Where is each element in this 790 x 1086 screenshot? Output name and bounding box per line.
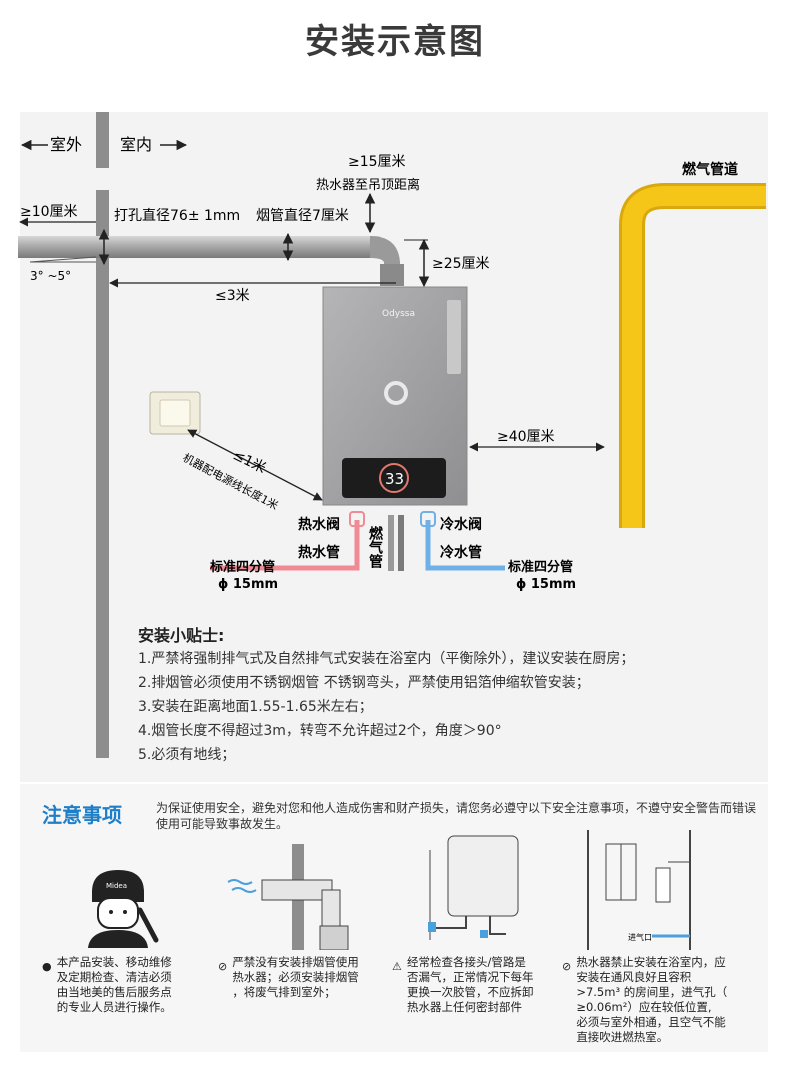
notice-item: ● 本产品安装、移动维修 及定期检查、清洁必须 由当地美的售后服务点 的专业人员… [42,955,172,1015]
notice-item-text: 热水器禁止安装在浴室内，应 安装在通风良好且容积 >7.5m³ 的房间里，进气孔… [576,955,728,1044]
hot-water-pipe [210,520,360,571]
outdoor-label: 室外 [50,135,82,154]
std-pipe-right-label: 标准四分管 [507,559,573,575]
tip-item: 4.烟管长度不得超过3m，转弯不允许超过2个，角度＞90° [138,723,502,739]
flue-wall-illustration [227,844,349,950]
hot-valve-label: 热水阀 [298,516,340,533]
notice-illustrations: Midea 进气口 [88,830,691,950]
notice-item-text: 严禁没有安装排烟管使用 热水器；必须安装排烟管 ，将废气排到室外； [232,955,359,999]
heater-display-panel [342,458,446,498]
air-inlet-label: 进气口 [628,932,652,942]
page-title: 安装示意图 [305,22,485,62]
notice-item: ⊘ 严禁没有安装排烟管使用 热水器；必须安装排烟管 ，将废气排到室外； [218,955,359,1000]
heater-side-icons [447,300,461,374]
tip-item: 2.排烟管必须使用不锈钢烟管 不锈钢弯头，严禁使用铝箔伸缩软管安装； [138,675,590,691]
prohibit-icon: ⊘ [562,960,572,973]
gas-pipe-label: 燃气管道 [682,161,738,178]
ceiling-distance-label: ≥15厘米 [348,154,406,170]
cold-valve-label: 冷水阀 [440,516,482,533]
flue-diameter-label: 烟管直径7厘米 [256,207,349,224]
room-illustration: 进气口 [587,830,691,950]
notice-item-text: 本产品安装、移动维修 及定期检查、清洁必须 由当地美的售后服务点 的专业人员进行… [56,955,172,1014]
cable-length-label: ≤1米 [230,447,268,477]
wall-extend-label: ≥10厘米 [20,204,78,220]
tip-item: 1.严禁将强制排气式及自然排气式安装在浴室内（平衡除外），建议安装在厨房； [138,651,635,667]
tip-item: 3.安装在距离地面1.55-1.65米左右； [138,699,373,715]
flue-pipe [18,236,380,258]
heater-logo-mark [384,381,408,405]
std-pipe-left-size: ϕ 15mm [218,577,278,592]
heater-connection-illustration [428,835,519,940]
brand-label: Odyssa [382,309,415,319]
prohibit-icon: ⊘ [218,960,228,973]
notice-item: ⚠ 经常检查各接头/管路是 否漏气，正常情况下每年 更换一次胶管，不应拆卸 热水… [392,955,533,1015]
display-value: 33 [385,470,404,488]
caution-triangle-icon: ⚠ [392,960,402,973]
elbow-gap-label: ≥25厘米 [432,256,490,272]
warning-dot-icon: ● [42,960,52,973]
installation-diagram: 室外 室内 ≥15厘米 热水器至吊顶距离 ≥10厘米 打孔直径76± 1mm 烟… [18,112,766,758]
side-gap-label: ≥40厘米 [497,429,555,445]
technician-illustration: Midea [88,870,159,948]
ceiling-desc-label: 热水器至吊顶距离 [316,177,420,193]
wall-top-segment [96,112,109,168]
flue-length-label: ≤3米 [215,288,250,304]
technician-logo: Midea [106,882,127,890]
gas-supply-pipe [619,183,766,528]
wall [96,190,109,758]
cold-water-pipe [425,520,505,571]
notice-intro: 为保证使用安全，避免对您和他人造成伤害和财产损失，请您务必遵守以下安全注意事项，… [156,801,757,831]
cold-pipe-label: 冷水管 [440,544,482,561]
std-pipe-left-label: 标准四分管 [209,559,275,575]
tip-item: 5.必须有地线； [138,747,236,763]
notice-title: 注意事项 [42,803,122,827]
notice-item-text: 经常检查各接头/管路是 否漏气，正常情况下每年 更换一次胶管，不应拆卸 热水器上… [406,955,534,1014]
hole-diameter-label: 打孔直径76± 1mm [114,207,240,224]
notice-item: ⊘ 热水器禁止安装在浴室内，应 安装在通风良好且容积 >7.5m³ 的房间里，进… [562,955,727,1045]
tips-title: 安装小贴士: [138,626,225,645]
gas-pipe-vertical-label: 燃气管 [367,525,384,568]
std-pipe-right-size: ϕ 15mm [516,577,576,592]
hot-pipe-label: 热水管 [298,544,340,561]
indoor-label: 室内 [120,135,152,154]
slope-label: 3° ~5° [30,269,71,283]
